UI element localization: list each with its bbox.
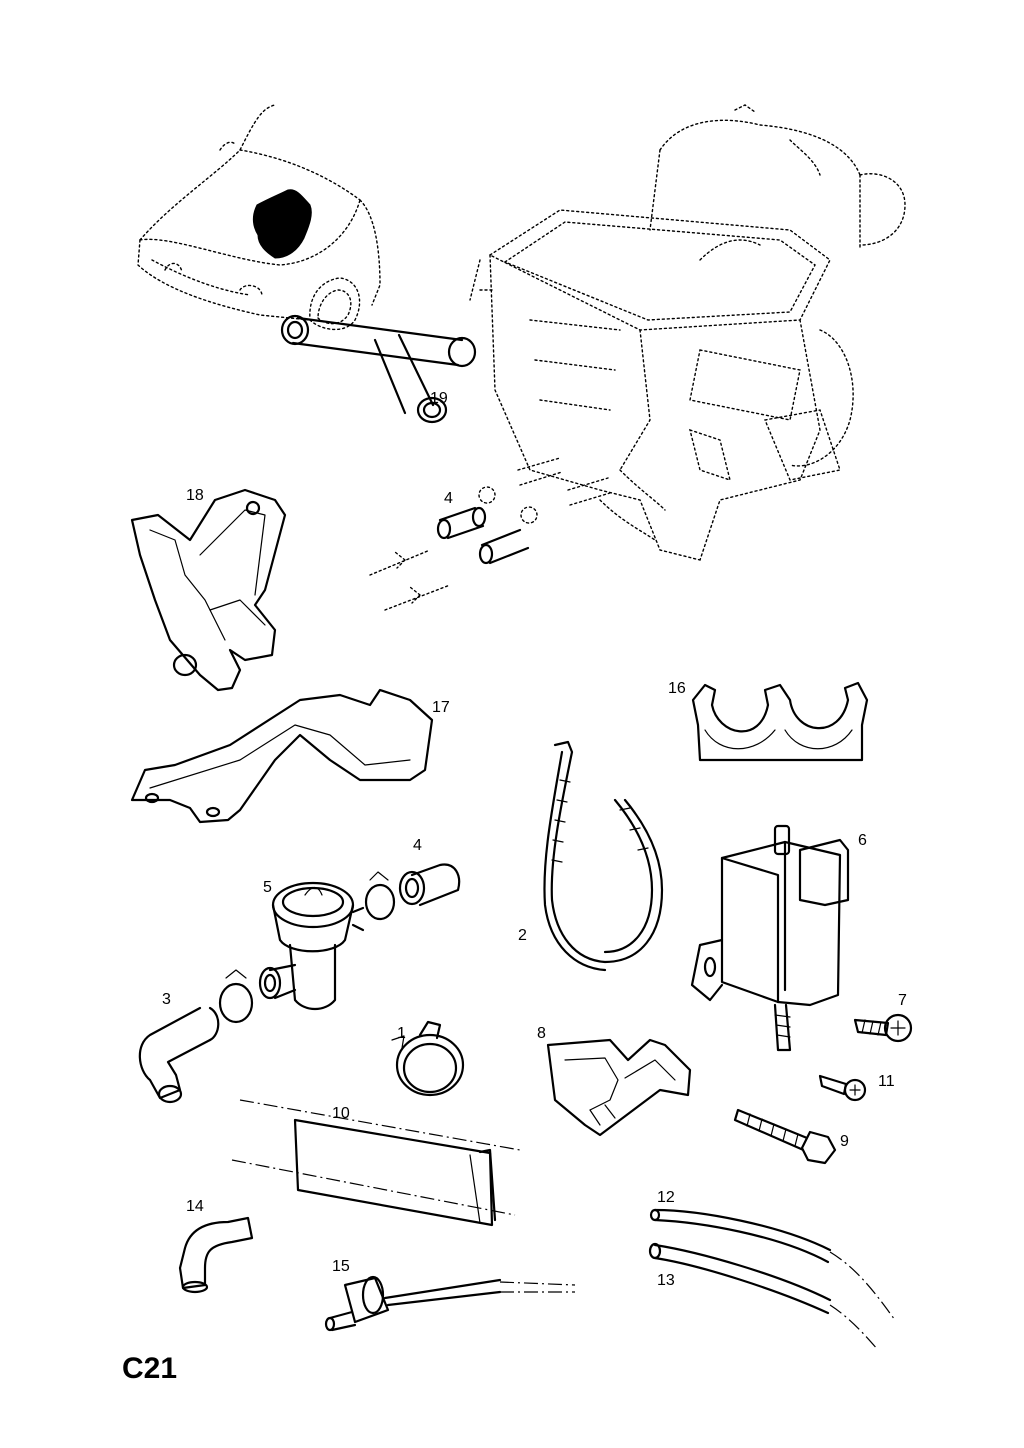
label-part-10: 10 <box>332 1105 350 1122</box>
car-location-thumbnail <box>137 104 381 331</box>
label-part-18: 18 <box>186 487 204 504</box>
label-part-2: 2 <box>518 927 527 944</box>
label-part-12: 12 <box>657 1189 675 1206</box>
screw-7 <box>853 1013 913 1043</box>
bracket-17 <box>130 688 434 824</box>
label-part-8: 8 <box>537 1025 546 1042</box>
screw-11 <box>818 1074 867 1102</box>
cable-tie-2 <box>543 740 664 972</box>
elbow-hose-14 <box>178 1216 254 1294</box>
label-part-4-upper: 4 <box>444 490 453 507</box>
label-part-9: 9 <box>840 1133 849 1150</box>
label-part-15: 15 <box>332 1258 350 1275</box>
valve-5 <box>258 881 365 1011</box>
vacuum-line-15 <box>324 1275 576 1332</box>
page-code: C21 <box>122 1352 177 1385</box>
solenoid-valve-6 <box>690 824 850 1052</box>
bracket-8 <box>546 1038 692 1137</box>
heater-housing-assembly <box>369 104 906 611</box>
pipes-12-13 <box>648 1208 896 1351</box>
hose-clamp-1 <box>391 1020 465 1097</box>
label-part-17: 17 <box>432 699 450 716</box>
label-part-3: 3 <box>162 991 171 1008</box>
label-part-5: 5 <box>263 879 272 896</box>
label-part-6: 6 <box>858 832 867 849</box>
elbow-hose-3 <box>138 1006 220 1104</box>
t-pipe-19 <box>280 314 477 424</box>
bolt-9 <box>733 1108 837 1165</box>
bracket-18 <box>130 488 287 692</box>
label-part-1: 1 <box>397 1025 406 1042</box>
label-part-4-lower: 4 <box>413 837 422 854</box>
insulation-strip-10 <box>231 1099 521 1227</box>
hose-4-lower <box>218 863 461 1024</box>
label-part-19: 19 <box>430 390 448 407</box>
label-part-16: 16 <box>668 680 686 697</box>
pipe-clip-16 <box>691 681 869 762</box>
label-part-14: 14 <box>186 1198 204 1215</box>
part-labels: 19 18 4 16 17 4 5 6 2 7 3 1 8 11 10 9 14… <box>162 390 907 1289</box>
label-part-13: 13 <box>657 1272 675 1289</box>
label-part-7: 7 <box>898 992 907 1009</box>
label-part-11: 11 <box>878 1073 895 1090</box>
hose-pieces-4-upper <box>436 506 530 565</box>
engine-bay-highlight <box>252 189 312 259</box>
